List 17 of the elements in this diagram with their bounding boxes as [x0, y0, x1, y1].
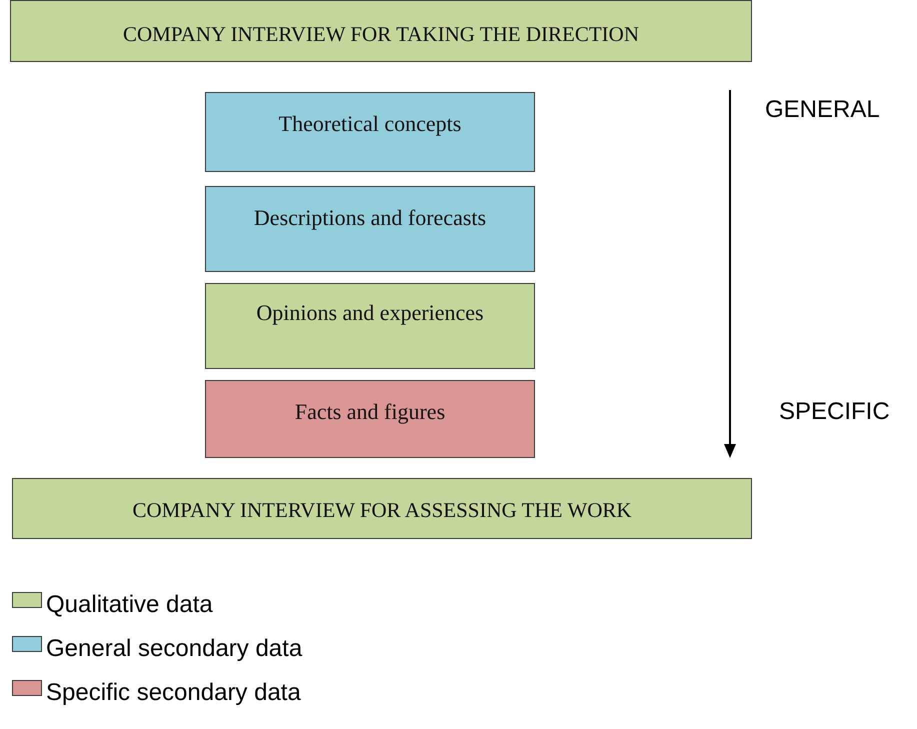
process-box [12, 478, 752, 539]
process-box [205, 186, 535, 272]
box-text: Theoretical concepts [278, 110, 462, 138]
process-box [10, 0, 752, 62]
process-box [205, 380, 535, 458]
legend-label: Qualitative data [46, 590, 213, 620]
legend-label: General secondary data [46, 634, 302, 664]
box-text: Facts and figures [294, 398, 446, 426]
scale-label: GENERAL [765, 95, 880, 125]
box-text: COMPANY INTERVIEW FOR TAKING THE DIRECTION [123, 21, 639, 48]
box-text: COMPANY INTERVIEW FOR ASSESSING THE WORK [132, 497, 632, 524]
box-text: Opinions and experiences [256, 299, 484, 327]
process-box [205, 92, 535, 172]
scale-label: SPECIFIC [779, 397, 890, 427]
box-text: Descriptions and forecasts [254, 204, 486, 232]
process-box [205, 283, 535, 369]
legend-label: Specific secondary data [46, 678, 301, 708]
